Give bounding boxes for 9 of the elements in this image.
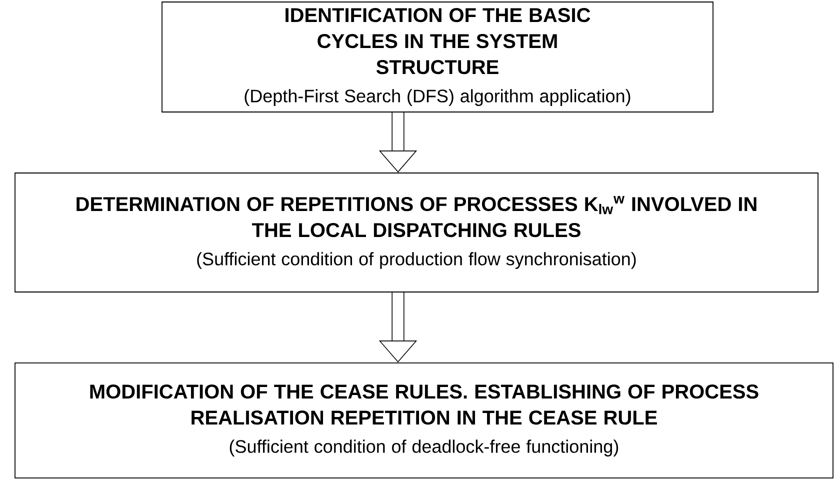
process-box xyxy=(162,2,714,112)
step-heading: DETERMINATION OF REPETITIONS OF PROCESSES K$_{lw}$$^{w}$ INVOLVED IN THE LOCAL DISPATCHING RULES xyxy=(76,196,756,238)
step-heading: MODIFICATION OF THE CEASE RULES. ESTABLISHING OF PROCESS REALISATION REPETITION IN THE CEASE RULE xyxy=(90,384,758,425)
process-box xyxy=(14,362,834,478)
step-note: (Sufficient condition of production flow synchronisation) xyxy=(197,252,636,269)
step-heading: IDENTIFICATION OF THE BASIC CYCLES IN THE SYSTEM STRUCTURE xyxy=(286,8,590,74)
step-note: (Depth-First Search (DFS) algorithm application) xyxy=(244,89,630,106)
process-box xyxy=(14,172,818,292)
step-note: (Sufficient condition of deadlock-free functioning) xyxy=(230,440,618,456)
